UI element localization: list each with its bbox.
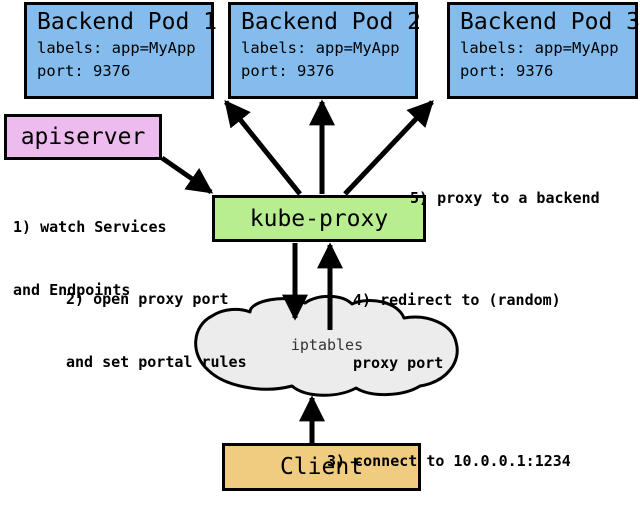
backend-pod-2-box[interactable]: Backend Pod 2 labels: app=MyApp port: 93…	[228, 2, 422, 99]
step-4-line-1: 4) redirect to (random)	[353, 291, 561, 309]
step-5-label: 5) proxy to a backend	[410, 146, 600, 251]
backend-pod-1-title: Backend Pod 1	[37, 9, 218, 35]
step-4-line-2: proxy port	[353, 354, 444, 372]
backend-pod-2-title: Backend Pod 2	[241, 9, 422, 35]
iptables-label: iptables	[290, 336, 364, 354]
backend-pod-3-box[interactable]: Backend Pod 3 labels: app=MyApp port: 93…	[447, 2, 640, 99]
client-title: Client	[279, 454, 364, 480]
backend-pod-1-port: port: 9376	[37, 62, 131, 80]
backend-pod-3-title: Backend Pod 3	[460, 9, 640, 35]
cloud-shape-layer	[194, 294, 459, 397]
backend-pod-1-labels: labels: app=MyApp	[37, 39, 196, 57]
step-4-label: 4) redirect to (random) proxy port	[353, 248, 561, 416]
iptables-cloud	[194, 294, 459, 397]
kube-proxy-title: kube-proxy	[249, 205, 389, 232]
diagram-canvas: Backend Pod 1 labels: app=MyApp port: 93…	[4, 2, 640, 491]
apiserver-title: apiserver	[20, 124, 146, 150]
step-5-line-1: 5) proxy to a backend	[410, 189, 600, 207]
backend-pod-2-port: port: 9376	[241, 62, 335, 80]
step-3-label: 3) connect to 10.0.0.1:1234	[327, 409, 571, 514]
step-1-line-1: 1) watch Services	[13, 218, 167, 236]
backend-pod-3-port: port: 9376	[460, 62, 554, 80]
backend-pod-3-labels: labels: app=MyApp	[460, 39, 619, 57]
step-2-line-1: 2) open proxy port	[66, 290, 229, 308]
backend-pod-1-box[interactable]: Backend Pod 1 labels: app=MyApp port: 93…	[24, 2, 218, 99]
step-2-line-2: and set portal rules	[66, 353, 247, 371]
step-3-line-1: 3) connect to 10.0.0.1:1234	[327, 452, 571, 470]
step-1-line-2: and Endpoints	[13, 281, 131, 299]
apiserver-box[interactable]: apiserver	[4, 114, 162, 160]
step-1-label: 1) watch Services and Endpoints	[13, 175, 167, 343]
step-2-label: 2) open proxy port and set portal rules	[66, 247, 247, 415]
backend-pod-2-labels: labels: app=MyApp	[241, 39, 400, 57]
client-box[interactable]: Client	[222, 443, 421, 491]
kube-proxy-box[interactable]: kube-proxy	[212, 195, 426, 242]
